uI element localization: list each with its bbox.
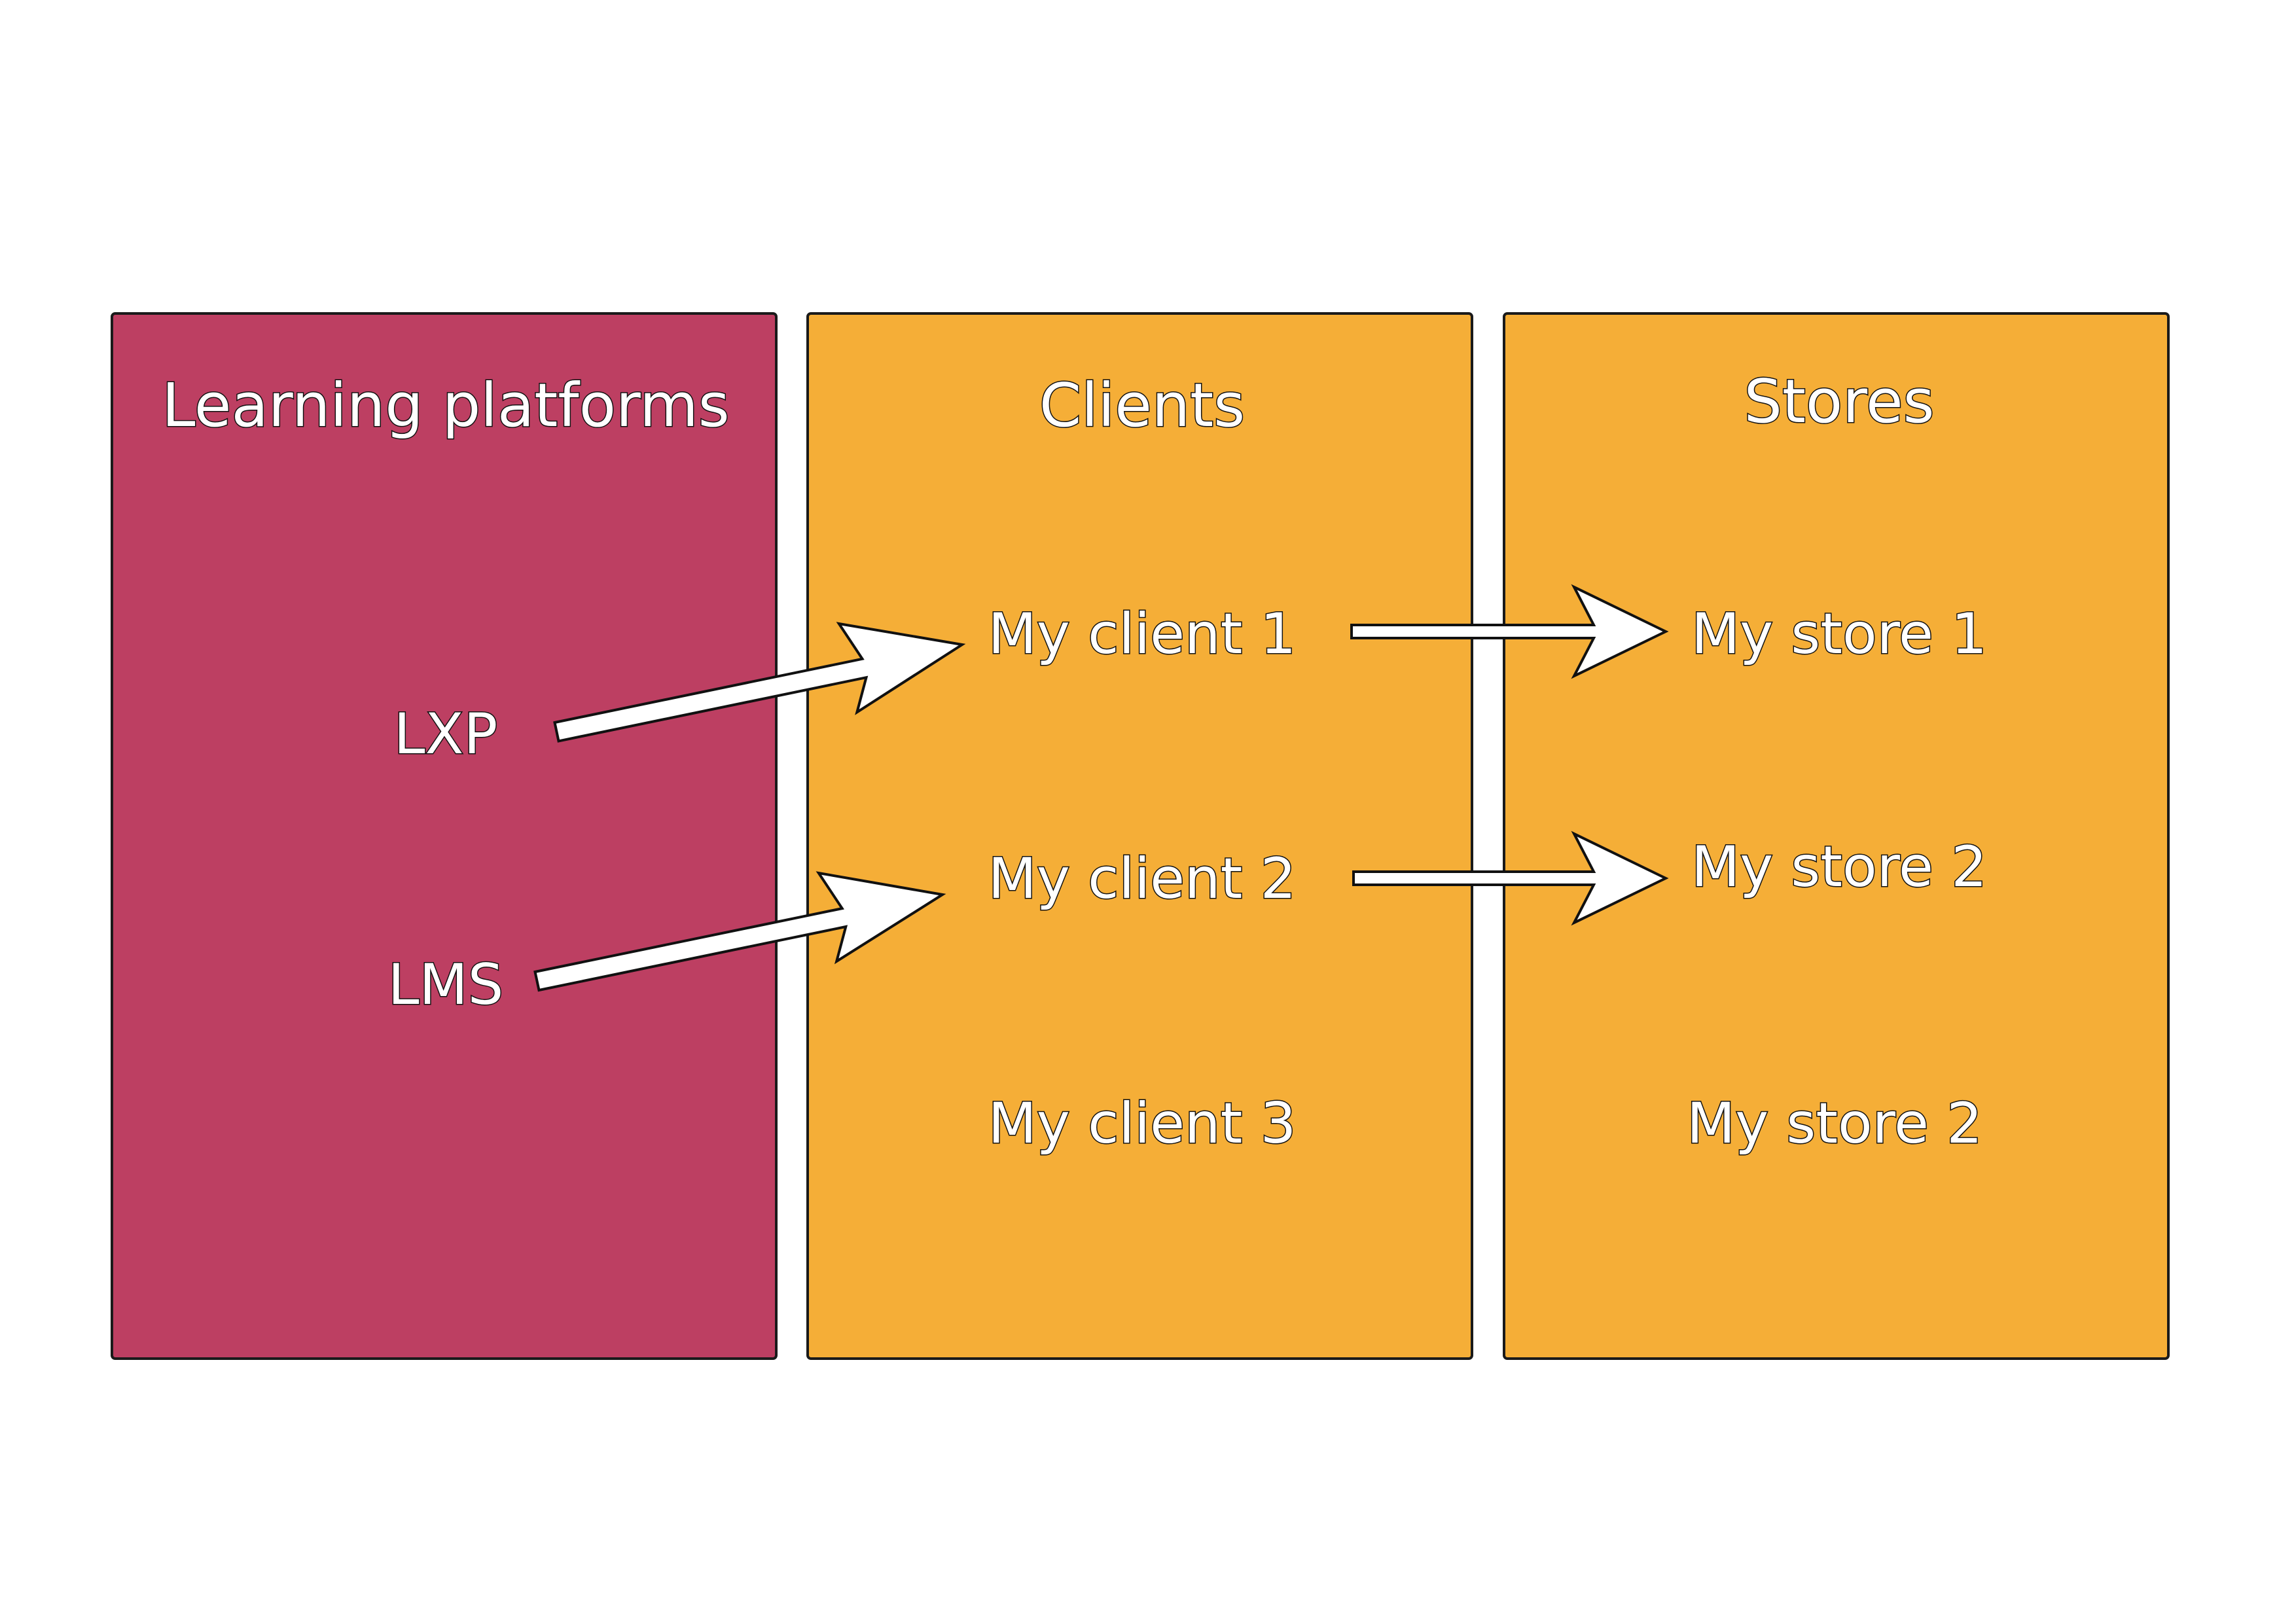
stores-title: Stores (1743, 366, 1935, 437)
store-2b-label: My store 2 (1685, 1091, 1983, 1156)
client-1-label: My client 1 (987, 601, 1297, 667)
client-2-label: My client 2 (987, 846, 1297, 912)
learning-platforms-title: Learning platforms (161, 370, 730, 440)
lxp-label: LXP (393, 702, 499, 767)
clients-panel (806, 312, 1473, 1360)
store-2-label: My store 2 (1690, 834, 1988, 900)
clients-title: Clients (1038, 370, 1246, 440)
learning-platforms-panel (111, 312, 778, 1360)
client-3-label: My client 3 (987, 1091, 1297, 1156)
lms-label: LMS (387, 952, 505, 1018)
store-1-label: My store 1 (1690, 601, 1988, 667)
